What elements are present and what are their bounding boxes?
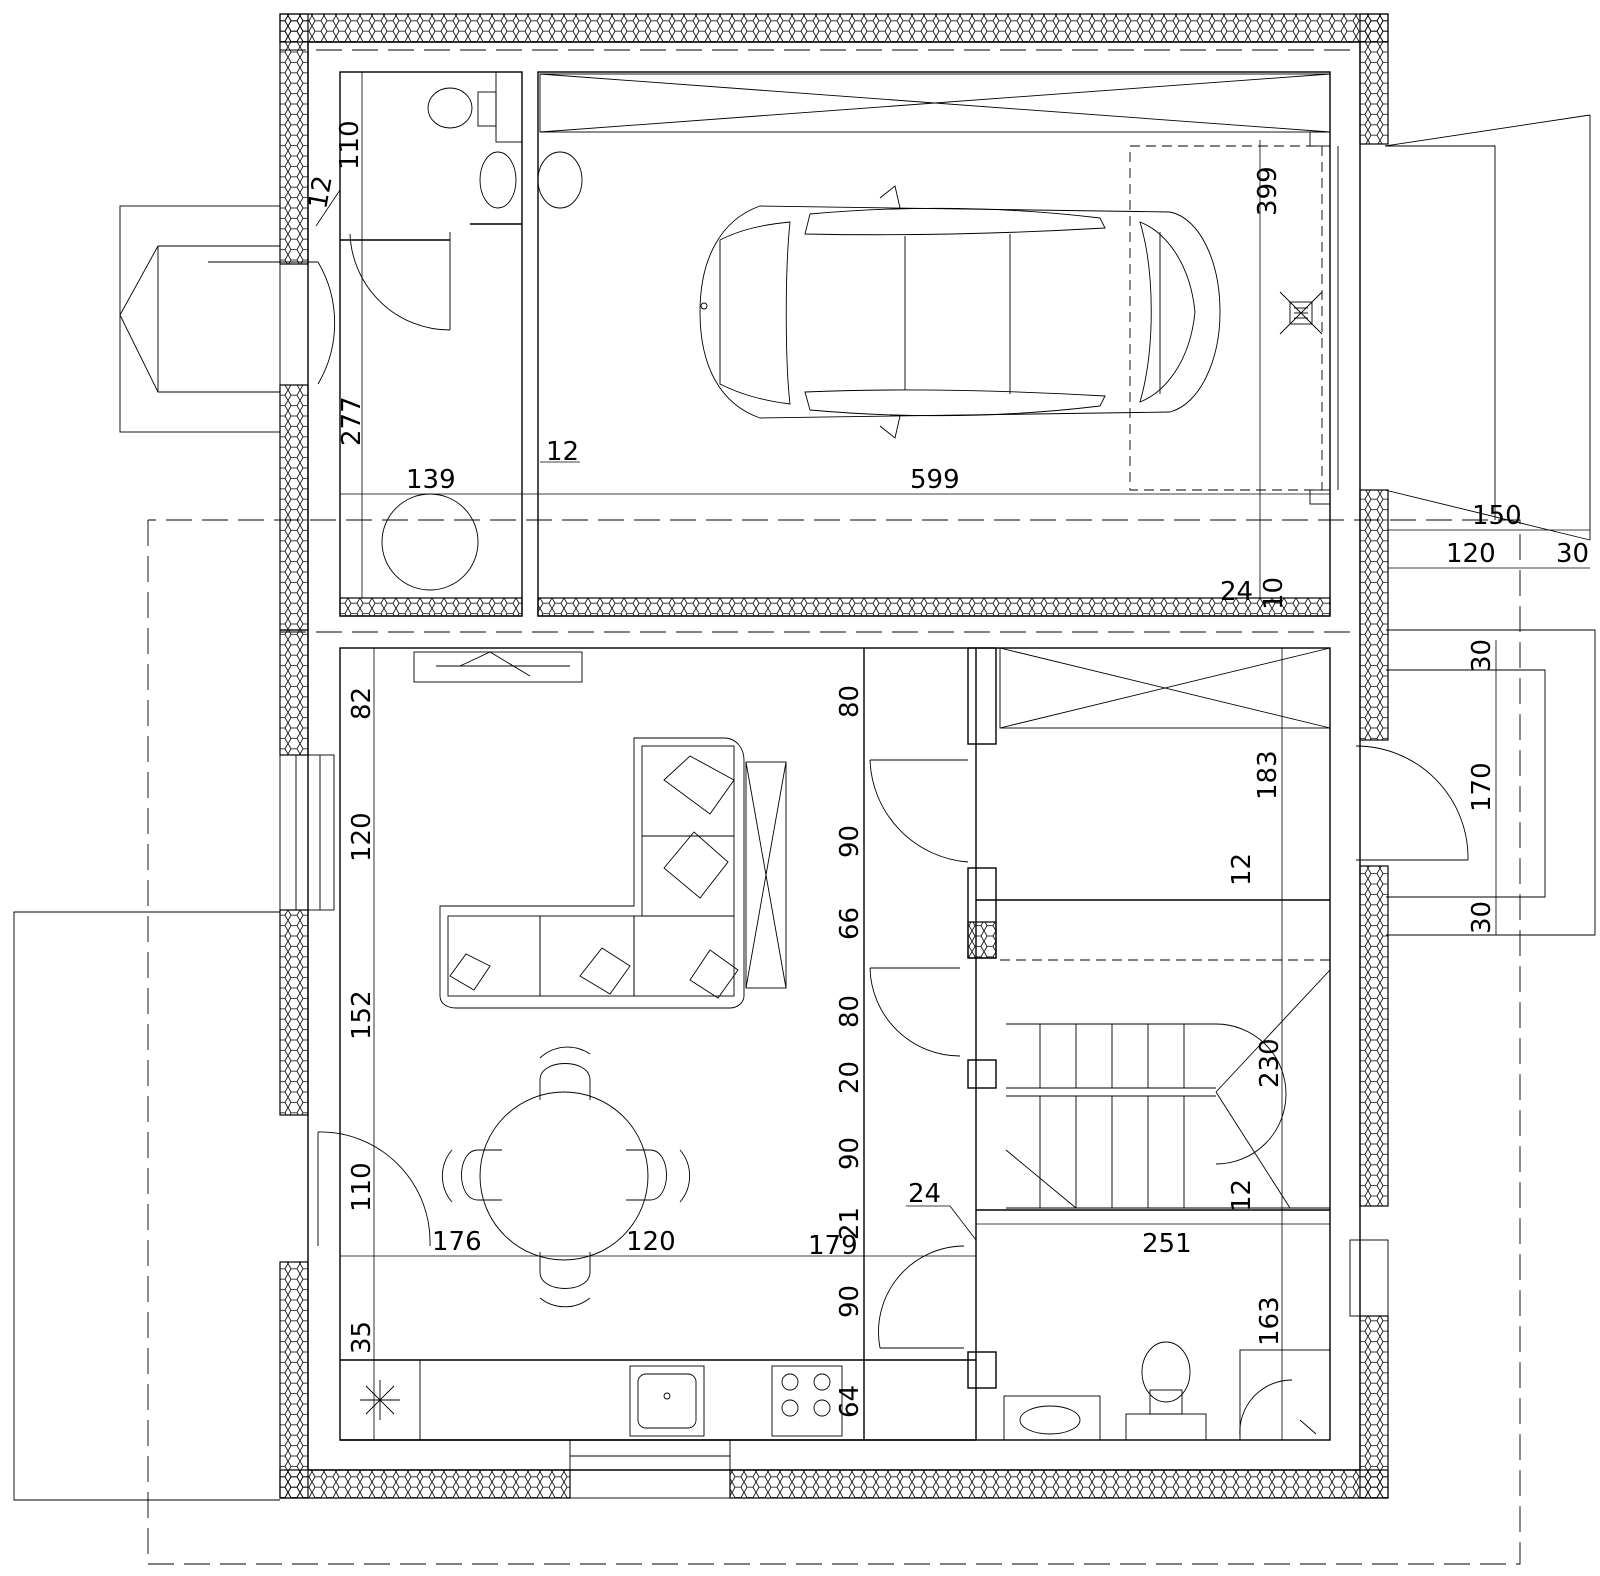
dim-110-left: 110 [347, 1162, 377, 1212]
dim-90-a: 90 [835, 825, 865, 858]
dim-277: 277 [337, 396, 367, 446]
car-icon [699, 185, 1221, 439]
dim-251: 251 [1142, 1229, 1192, 1259]
dim-82: 82 [347, 687, 377, 720]
exterior-walls [279, 13, 1389, 1499]
dim-80-a: 80 [835, 685, 865, 718]
kitchen-counter [339, 1359, 843, 1441]
dim-399: 399 [1253, 166, 1283, 216]
dim-12-d: 12 [1227, 1179, 1257, 1212]
dim-150: 150 [1472, 501, 1522, 531]
dimension-labels: 110 12 277 139 12 599 399 150 120 30 24 … [303, 120, 1589, 1418]
dim-10: 10 [1259, 577, 1289, 610]
roof-outline [147, 49, 1521, 1565]
dim-30-a: 30 [1556, 539, 1589, 569]
dim-90-b: 90 [835, 1137, 865, 1170]
interior-walls [339, 71, 1331, 1441]
dim-12-a: 12 [303, 173, 338, 211]
dim-35: 35 [347, 1321, 377, 1354]
dim-120-right: 120 [1446, 539, 1496, 569]
dim-163: 163 [1255, 1296, 1285, 1346]
terrace [13, 911, 280, 1501]
dim-24-b: 24 [908, 1179, 941, 1209]
dim-24-a: 24 [1220, 577, 1253, 607]
dim-139: 139 [406, 465, 456, 495]
wc-top [381, 71, 583, 591]
dim-183: 183 [1253, 750, 1283, 800]
cabinet [745, 761, 787, 989]
dimension-lines [315, 72, 1590, 1440]
entrance-porch [119, 205, 281, 433]
dim-599: 599 [910, 465, 960, 495]
sofa-icon [439, 737, 745, 1009]
dining-table [442, 1046, 690, 1308]
dim-90-c: 90 [835, 1285, 865, 1318]
dim-30-c: 30 [1467, 901, 1497, 934]
dim-176: 176 [432, 1227, 482, 1257]
dim-21: 21 [835, 1207, 865, 1240]
dim-120-left: 120 [347, 812, 377, 862]
dim-12-b: 12 [546, 437, 579, 467]
dim-80-b: 80 [835, 995, 865, 1028]
dim-152: 152 [347, 990, 377, 1040]
staircase [1000, 959, 1331, 1209]
bathroom [1003, 1341, 1331, 1441]
garage [539, 73, 1339, 505]
dim-66: 66 [835, 907, 865, 940]
side-entrance-steps [1386, 629, 1596, 936]
windows [279, 754, 1389, 1499]
dim-179: 179 [808, 1231, 858, 1261]
garage-driveway [1384, 114, 1591, 541]
storage-closet [999, 647, 1331, 729]
dim-64: 64 [835, 1385, 865, 1418]
floor-drain-icon [1279, 291, 1323, 335]
dim-170: 170 [1467, 762, 1497, 812]
dim-12-c: 12 [1227, 853, 1257, 886]
dim-110-top: 110 [335, 120, 365, 170]
tv-stand [413, 651, 583, 683]
dim-230: 230 [1255, 1038, 1285, 1088]
dim-30-b: 30 [1467, 639, 1497, 672]
dim-20: 20 [835, 1061, 865, 1094]
dim-120-mid: 120 [626, 1227, 676, 1257]
